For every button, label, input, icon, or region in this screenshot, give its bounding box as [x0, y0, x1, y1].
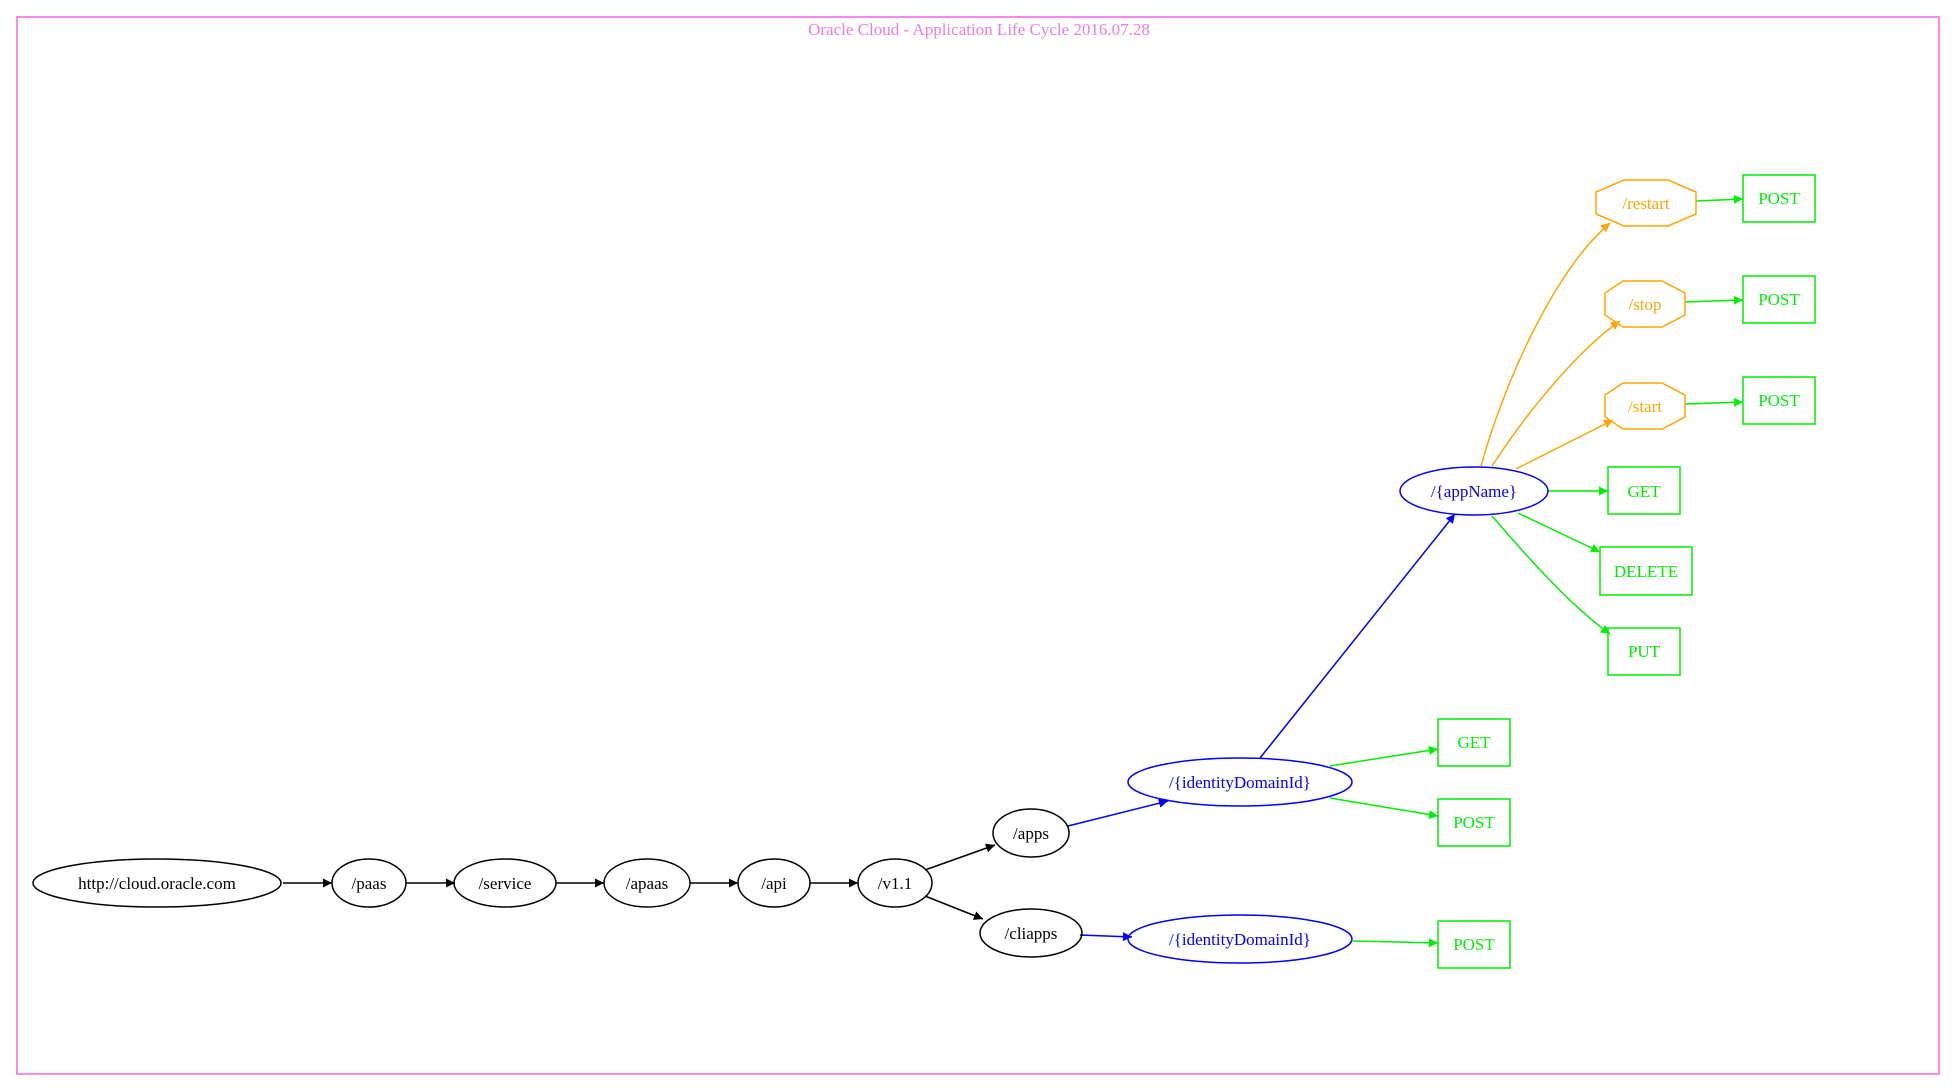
node-get-app-label: GET — [1627, 482, 1661, 501]
node-post-start-label: POST — [1758, 391, 1800, 410]
node-post-stop-label: POST — [1758, 290, 1800, 309]
node-root-label: http://cloud.oracle.com — [78, 874, 236, 893]
diagram-title: Oracle Cloud - Application Life Cycle 20… — [808, 20, 1150, 39]
node-api: /api — [737, 858, 811, 908]
node-cliapps: /cliapps — [979, 908, 1083, 958]
node-post-stop: POST — [1742, 275, 1816, 324]
edge-apps-idd — [1067, 798, 1169, 827]
node-post-identity-domain-label: POST — [1453, 813, 1495, 832]
node-get-app: GET — [1607, 466, 1681, 515]
node-app-name-label: /{appName} — [1431, 482, 1517, 501]
node-apps: /apps — [992, 808, 1070, 858]
node-put-app-label: PUT — [1628, 642, 1661, 661]
node-start: /start — [1604, 382, 1686, 430]
node-cliapps-label: /cliapps — [1005, 924, 1058, 943]
edge-v11-cliapps — [924, 895, 984, 920]
edge-cli-idd-post — [1352, 938, 1439, 948]
node-apaas-label: /apaas — [626, 874, 668, 893]
node-restart: /restart — [1595, 179, 1697, 227]
node-api-label: /api — [761, 874, 787, 893]
node-stop: /stop — [1604, 280, 1686, 328]
node-restart-label: /restart — [1622, 194, 1669, 213]
node-start-label: /start — [1628, 397, 1662, 416]
edge-stop-post — [1684, 295, 1744, 305]
node-paas: /paas — [331, 858, 407, 908]
edge-start-post — [1684, 397, 1744, 407]
edge-appname-put — [1491, 515, 1611, 635]
node-post-cli-identity-domain-label: POST — [1453, 935, 1495, 954]
node-apaas: /apaas — [603, 858, 691, 908]
edge-appname-delete — [1517, 512, 1601, 553]
edge-appname-restart — [1480, 222, 1611, 467]
node-v11-label: /v1.1 — [878, 874, 912, 893]
edge-idd-appname — [1259, 513, 1456, 759]
edge-appname-start — [1515, 419, 1614, 470]
node-service-label: /service — [479, 874, 532, 893]
node-identity-domain-apps-label: /{identityDomainId} — [1169, 773, 1311, 792]
node-delete-app: DELETE — [1599, 546, 1693, 596]
node-post-start: POST — [1742, 376, 1816, 425]
node-paas-label: /paas — [352, 874, 387, 893]
node-identity-domain-cliapps-label: /{identityDomainId} — [1169, 930, 1311, 949]
node-root: http://cloud.oracle.com — [32, 858, 282, 908]
edge-appname-stop — [1491, 320, 1621, 467]
node-delete-app-label: DELETE — [1614, 562, 1678, 581]
node-v11: /v1.1 — [857, 858, 933, 908]
node-post-cli-identity-domain: POST — [1437, 920, 1511, 969]
edge-idd-get — [1329, 745, 1439, 767]
node-put-app: PUT — [1607, 627, 1681, 676]
node-app-name: /{appName} — [1399, 466, 1549, 516]
node-get-identity-domain-label: GET — [1457, 733, 1491, 752]
edge-idd-post — [1329, 797, 1439, 819]
node-post-restart-label: POST — [1758, 189, 1800, 208]
edge-v11-apps — [924, 843, 996, 871]
node-apps-label: /apps — [1013, 824, 1049, 843]
edge-restart-post — [1695, 194, 1744, 204]
node-post-restart: POST — [1742, 174, 1816, 223]
node-service: /service — [453, 858, 557, 908]
edge-cliapps-idd — [1079, 932, 1133, 942]
node-stop-label: /stop — [1628, 295, 1661, 314]
node-identity-domain-apps: /{identityDomainId} — [1127, 757, 1353, 807]
edges — [283, 194, 1744, 948]
nodes: http://cloud.oracle.com /paas /service /… — [32, 174, 1816, 969]
node-get-identity-domain: GET — [1437, 718, 1511, 767]
node-identity-domain-cliapps: /{identityDomainId} — [1127, 914, 1353, 964]
node-post-identity-domain: POST — [1437, 798, 1511, 847]
